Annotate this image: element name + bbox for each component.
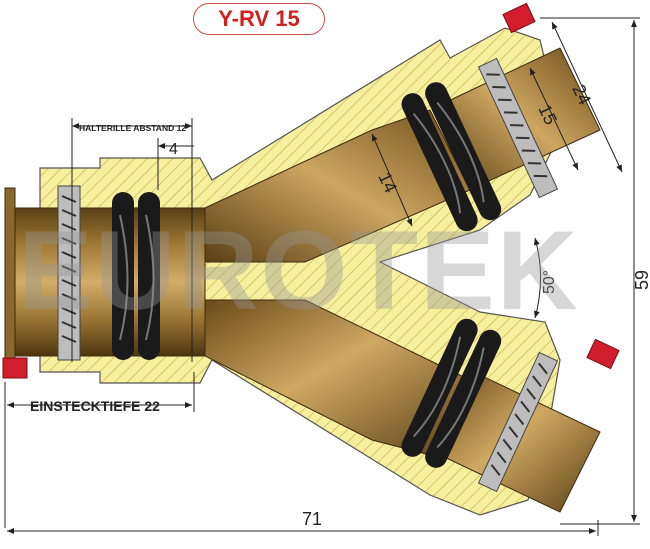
inlet-tube-edge [4, 187, 16, 377]
product-title: Y-RV 15 [193, 3, 325, 35]
dim-einstecktiefe-label: EINSTECKTIEFE 22 [30, 398, 160, 414]
dim-width-4-label: 4 [169, 141, 178, 158]
upper-seals [401, 82, 502, 232]
watermark-logo-text: EUROTEK [18, 208, 580, 333]
lower-clip [477, 351, 559, 493]
inlet-release-ring [2, 357, 28, 379]
dim-total-width-label: 71 [302, 509, 322, 529]
upper-release-ring [502, 2, 536, 34]
lower-release-ring [586, 338, 620, 370]
inlet-seals [112, 192, 160, 360]
lower-seals [401, 318, 502, 468]
dim-halterille-label: HALTERILLE ABSTAND 12 [79, 123, 186, 133]
inlet-clip [57, 185, 81, 361]
dim-angle-label: 50° [541, 270, 558, 294]
dim-total-height-label: 59 [632, 270, 650, 290]
